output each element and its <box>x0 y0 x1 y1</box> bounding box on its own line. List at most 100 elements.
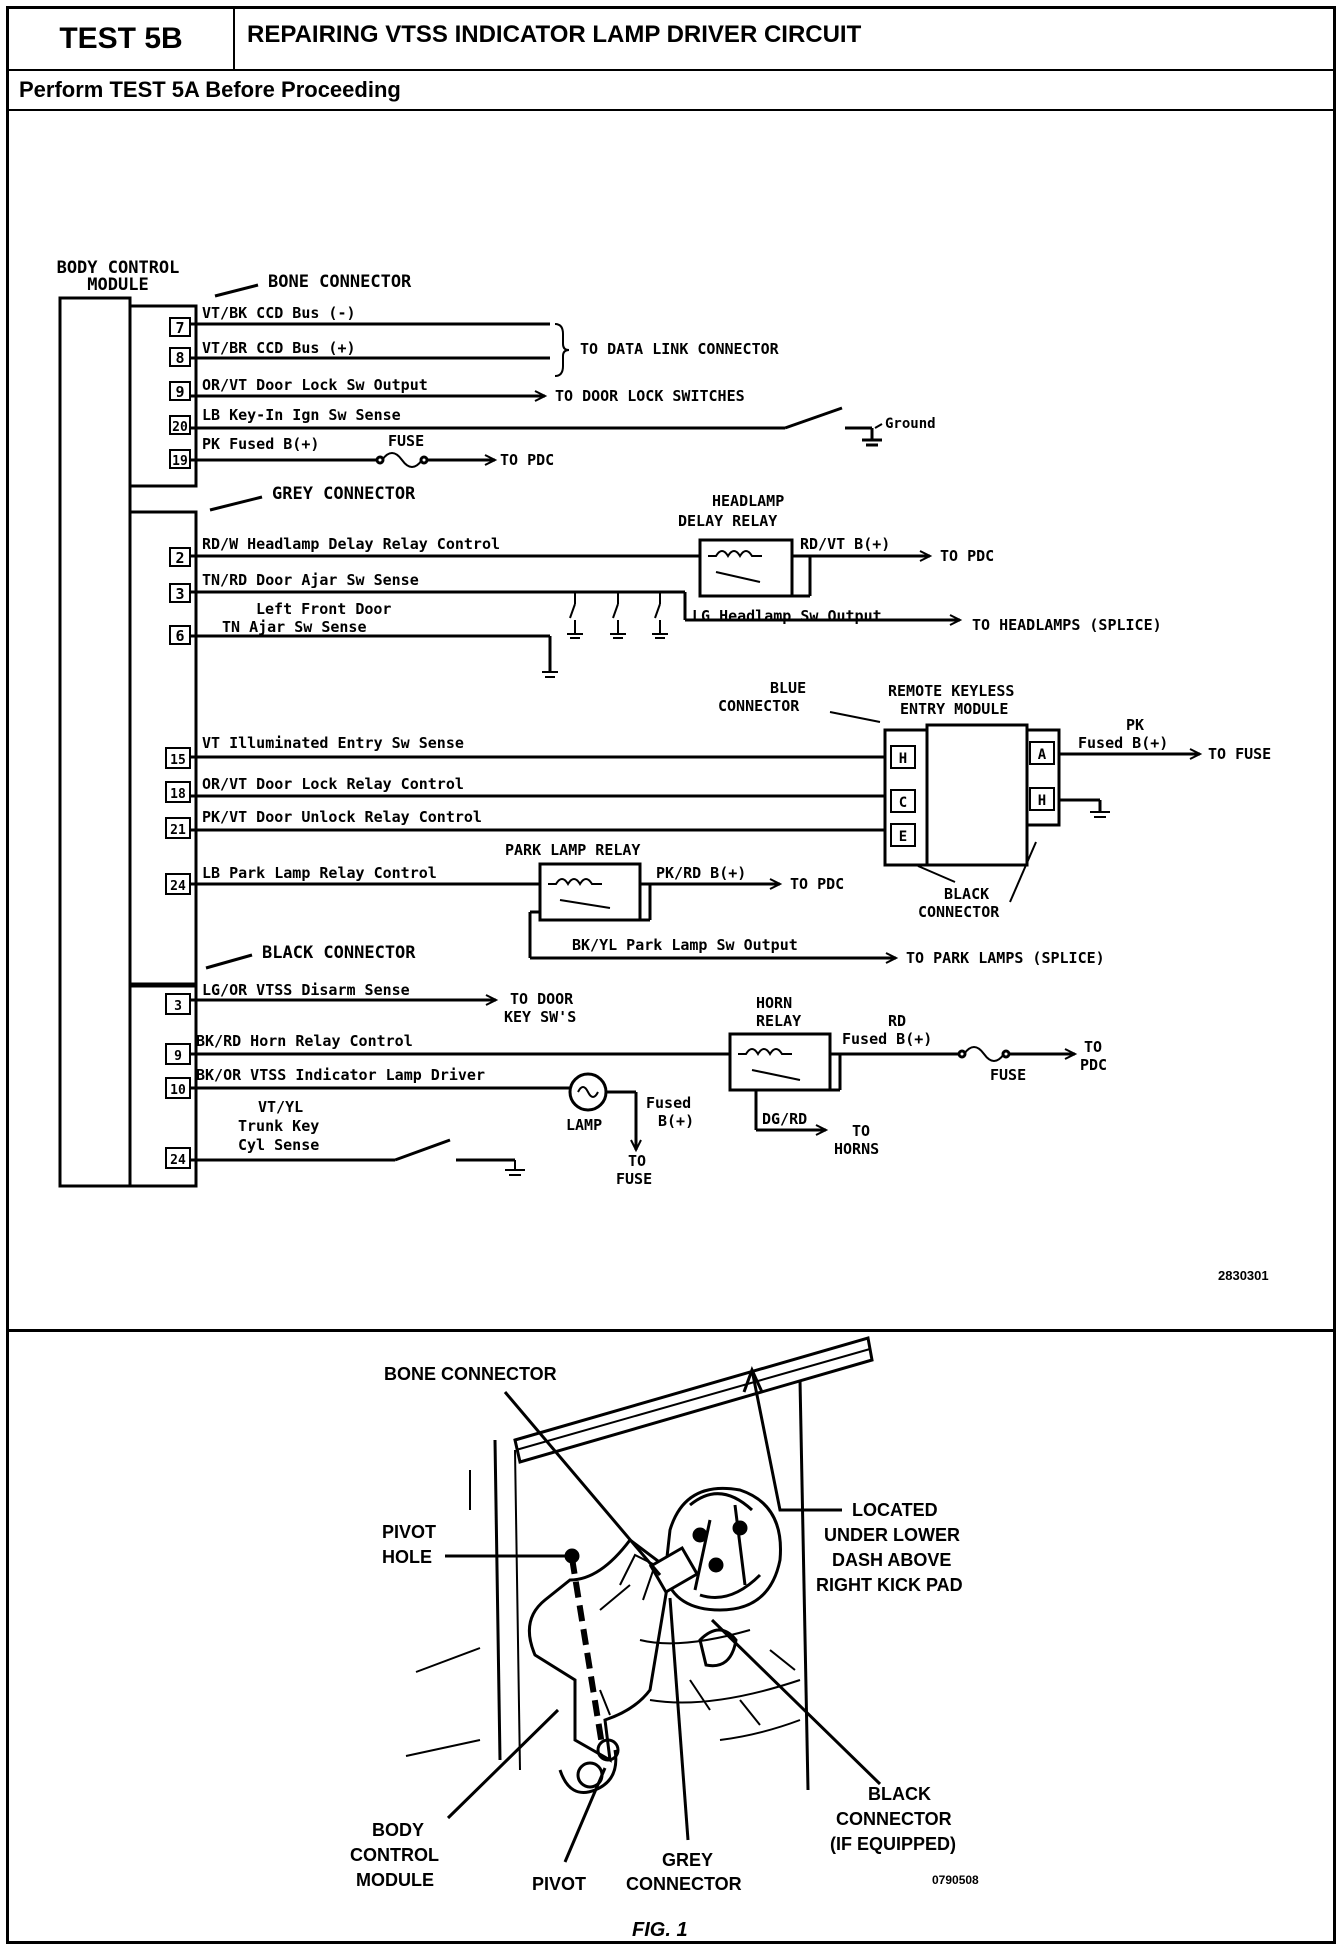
pin-row: 24 VT/YL Trunk Key Cyl Sense <box>165 1098 515 1169</box>
ground-label: Ground <box>885 416 936 432</box>
to-pdc: TO PDC <box>790 875 844 893</box>
bone-connector-callout: BONE CONNECTOR <box>384 1364 557 1384</box>
arrow <box>209 495 263 512</box>
to-pdc: PDC <box>1080 1056 1107 1074</box>
wire-label: PK/VT Door Unlock Relay Control <box>202 808 482 826</box>
wire-label: Trunk Key <box>238 1117 319 1135</box>
bracket <box>554 323 570 377</box>
rke-pin <box>890 823 916 847</box>
horn-relay-label: HORN <box>756 994 792 1012</box>
to-horns: TO <box>852 1122 870 1140</box>
bone-connector-label: BONE CONNECTOR <box>268 272 412 292</box>
leader-line <box>668 1597 690 1841</box>
wire-label: VT Illuminated Entry Sw Sense <box>202 734 464 752</box>
test-title: REPAIRING VTSS INDICATOR LAMP DRIVER CIR… <box>247 21 862 48</box>
prerequisite: Perform TEST 5A Before Proceeding <box>9 71 1333 111</box>
rke-pin <box>1029 787 1055 811</box>
park-lamp-relay <box>538 862 642 922</box>
pivot-hole-callout: HOLE <box>382 1547 432 1567</box>
relay-contact <box>751 1069 801 1081</box>
pin-row: 20 LB Key-In Ign Sw Sense <box>169 406 872 435</box>
svg-text:10: 10 <box>170 1083 186 1098</box>
svg-text:H: H <box>1038 793 1046 809</box>
svg-text:18: 18 <box>170 787 186 802</box>
bcm-callout: BODY <box>372 1820 424 1840</box>
headlamp-relay-label: DELAY RELAY <box>678 512 777 530</box>
wire-label: VT/BK CCD Bus (-) <box>202 304 356 322</box>
svg-text:15: 15 <box>170 753 186 768</box>
wire-label: Left Front Door <box>256 600 391 618</box>
pin-row: 7 VT/BK CCD Bus (-) <box>169 304 550 337</box>
svg-text:3: 3 <box>174 999 182 1014</box>
svg-text:6: 6 <box>175 627 184 645</box>
section-divider <box>9 1329 1333 1332</box>
arrow <box>214 283 259 298</box>
to-door-key: TO DOOR <box>510 990 574 1008</box>
park-sw: BK/YL Park Lamp Sw Output <box>572 936 798 954</box>
blue-connector-label: CONNECTOR <box>718 697 800 715</box>
svg-text:A: A <box>1038 747 1047 763</box>
pin-row: 9 BK/RD Horn Relay Control <box>165 1032 730 1065</box>
body-control-module <box>58 296 132 1188</box>
headlamp-relay-label: HEADLAMP <box>712 492 784 510</box>
relay-coil <box>738 1048 792 1056</box>
black-connector-callout: (IF EQUIPPED) <box>830 1834 956 1854</box>
fuse-icon <box>963 1046 1005 1062</box>
rke-pin <box>890 745 916 769</box>
location-callout: LOCATED <box>852 1500 938 1520</box>
illustration-figure-number: 0790508 <box>932 1873 979 1887</box>
black-connector-callout: CONNECTOR <box>836 1809 952 1829</box>
wire-label: BK/OR VTSS Indicator Lamp Driver <box>196 1066 485 1084</box>
pivot-hole-callout: PIVOT <box>382 1522 436 1542</box>
rke-pin <box>1029 741 1055 765</box>
to-horns: HORNS <box>834 1140 879 1158</box>
leader-line <box>750 1369 842 1512</box>
svg-text:24: 24 <box>170 879 186 894</box>
black-connector-callout: BLACK <box>868 1784 931 1804</box>
module-label: MODULE <box>87 275 148 295</box>
module-label: BODY CONTROL <box>57 258 180 278</box>
rke-label: ENTRY MODULE <box>900 700 1008 718</box>
lamp-to-fuse: TO <box>628 1152 646 1170</box>
relay-contact <box>715 571 761 583</box>
wire-label: RD/W Headlamp Delay Relay Control <box>202 535 500 553</box>
door-ajar-switches <box>567 592 668 639</box>
relay-coil <box>708 550 762 558</box>
horn-rd: RD <box>888 1012 906 1030</box>
to-headlamps: TO HEADLAMPS (SPLICE) <box>972 616 1162 634</box>
to-pdc: TO PDC <box>940 547 994 565</box>
rke-pk: PK <box>1126 716 1144 734</box>
to-pdc: TO PDC <box>500 451 554 469</box>
relay-coil <box>548 878 602 886</box>
ground-icon <box>505 1160 525 1176</box>
svg-text:E: E <box>899 829 907 845</box>
page-frame: TEST 5B REPAIRING VTSS INDICATOR LAMP DR… <box>6 6 1336 1944</box>
rke-pin <box>890 789 916 813</box>
wire-label: Cyl Sense <box>238 1136 319 1154</box>
wire-label: LG/OR VTSS Disarm Sense <box>202 981 410 999</box>
svg-text:7: 7 <box>175 319 184 337</box>
pin-row: 9 OR/VT Door Lock Sw Output <box>169 376 548 402</box>
svg-text:H: H <box>899 751 907 767</box>
title-row: TEST 5B REPAIRING VTSS INDICATOR LAMP DR… <box>9 9 1333 71</box>
headlamp-out: RD/VT B(+) <box>800 535 890 553</box>
illustration <box>405 1336 874 1794</box>
pin-row: 2 RD/W Headlamp Delay Relay Control <box>169 535 700 567</box>
rke-label: REMOTE KEYLESS <box>888 682 1014 700</box>
arrow <box>205 953 253 970</box>
wire-label: TN/RD Door Ajar Sw Sense <box>202 571 419 589</box>
pin-row: 3 LG/OR VTSS Disarm Sense <box>165 981 499 1015</box>
wire-label: BK/RD Horn Relay Control <box>196 1032 413 1050</box>
location-callout: RIGHT KICK PAD <box>816 1575 963 1595</box>
grey-connector-label: GREY CONNECTOR <box>272 484 416 504</box>
svg-text:8: 8 <box>175 349 184 367</box>
horn-rd: Fused B(+) <box>842 1030 932 1048</box>
location-callout: UNDER LOWER <box>824 1525 960 1545</box>
figure-caption: FIG. 1 <box>632 1919 688 1941</box>
wire-label: PK Fused B(+) <box>202 435 319 453</box>
rke-black-connector <box>1025 728 1061 827</box>
grey-connector-callout: GREY <box>662 1850 713 1870</box>
to-door-key: KEY SW'S <box>504 1008 576 1026</box>
horn-relay <box>728 1032 832 1092</box>
switch <box>784 406 843 430</box>
